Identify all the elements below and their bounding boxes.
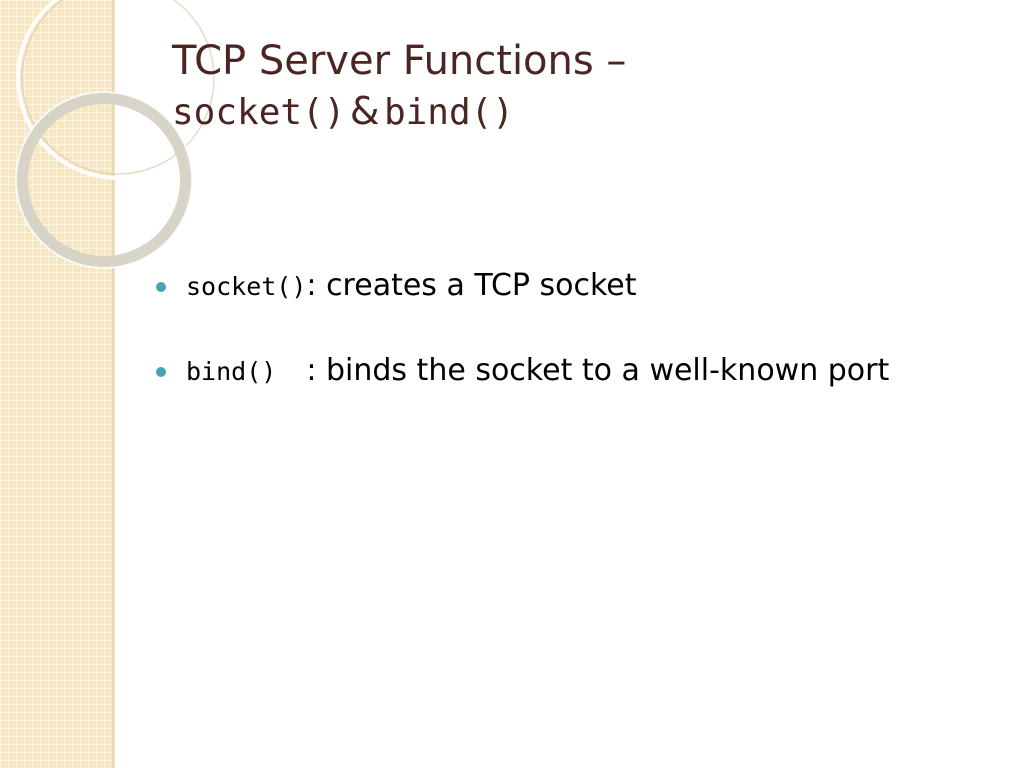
bullet-code-socket: socket() xyxy=(186,272,307,301)
title-line-1: TCP Server Functions – xyxy=(172,38,627,84)
bullet-text-socket: : creates a TCP socket xyxy=(306,268,637,303)
title-code-socket: socket() xyxy=(172,92,346,133)
bullet-list: socket(): creates a TCP socket bind() : b… xyxy=(156,266,996,436)
title-line-2: socket() & bind() xyxy=(172,88,972,136)
slide-title: TCP Server Functions – socket() & bind() xyxy=(172,36,972,136)
bullet-item-socket: socket(): creates a TCP socket xyxy=(156,266,996,305)
side-band-edge xyxy=(112,0,115,768)
title-ampersand: & xyxy=(349,89,380,133)
title-code-bind: bind() xyxy=(383,92,514,133)
bullet-dot-icon xyxy=(156,282,166,292)
decorative-side-band xyxy=(0,0,112,768)
bullet-dot-icon xyxy=(156,367,166,377)
bullet-text-bind: : binds the socket to a well-known port xyxy=(306,353,890,388)
bullet-code-bind: bind() xyxy=(186,357,277,386)
bullet-item-bind: bind() : binds the socket to a well-known… xyxy=(156,351,996,390)
